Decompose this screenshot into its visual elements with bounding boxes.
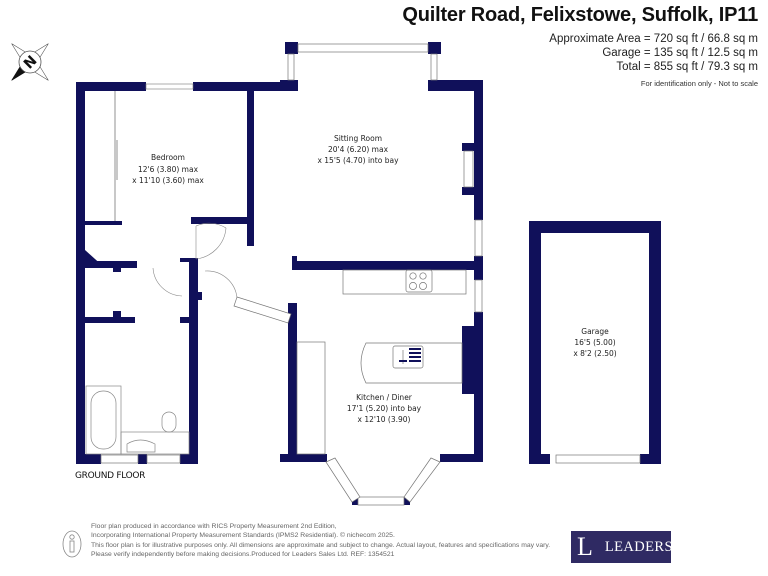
measurement-info-icon	[62, 530, 82, 558]
windows	[100, 43, 641, 506]
logo-letter: L	[577, 532, 593, 561]
disclaimer: Floor plan produced in accordance with R…	[91, 522, 550, 559]
walls	[76, 42, 661, 505]
area-summary: Approximate Area = 720 sq ft / 66.8 sq m…	[549, 32, 758, 91]
bathroom-fixtures	[85, 385, 190, 455]
room-garage-label: Garage 16'5 (5.00) x 8'2 (2.50)	[573, 327, 616, 358]
logo-name: LEADERS	[604, 538, 673, 555]
disclaimer-line: Incorporating International Property Mea…	[91, 532, 395, 540]
svg-text:x 8'2 (2.50): x 8'2 (2.50)	[573, 349, 616, 358]
svg-text:x 15'5 (4.70) into bay: x 15'5 (4.70) into bay	[317, 156, 399, 165]
svg-text:Sitting Room: Sitting Room	[334, 134, 382, 143]
sink-drainer-icon	[399, 348, 421, 362]
scale-note: For identification only - Not to scale	[640, 79, 758, 88]
svg-text:12'6 (3.80) max: 12'6 (3.80) max	[138, 165, 199, 174]
leaders-logo: L LEADERS	[571, 531, 673, 563]
disclaimer-line: Please verify independently before makin…	[91, 550, 395, 558]
svg-text:Bedroom: Bedroom	[151, 153, 185, 162]
svg-text:x 11'10 (3.60) max: x 11'10 (3.60) max	[132, 176, 204, 185]
disclaimer-line: This floor plan is for illustrative purp…	[91, 541, 551, 549]
total-area: Total = 855 sq ft / 79.3 sq m	[616, 61, 758, 73]
garage-area: Garage = 135 sq ft / 12.5 sq m	[602, 47, 758, 59]
door-swings	[152, 222, 238, 299]
approximate-area: Approximate Area = 720 sq ft / 66.8 sq m	[549, 33, 758, 45]
svg-text:x 12'10 (3.90): x 12'10 (3.90)	[358, 415, 411, 424]
property-title: Quilter Road, Felixstowe, Suffolk, IP11	[402, 4, 758, 26]
kitchen-units	[296, 269, 467, 455]
svg-text:17'1 (5.20) into bay: 17'1 (5.20) into bay	[347, 404, 422, 413]
floor-label: GROUND FLOOR	[75, 471, 146, 481]
room-kitchen-label: Kitchen / Diner 17'1 (5.20) into bay x 1…	[347, 393, 422, 424]
compass-north-icon: N	[11, 43, 49, 81]
svg-text:Kitchen / Diner: Kitchen / Diner	[356, 393, 413, 402]
svg-text:16'5 (5.00): 16'5 (5.00)	[574, 338, 615, 347]
room-sitting-label: Sitting Room 20'4 (6.20) max x 15'5 (4.7…	[317, 134, 399, 165]
svg-text:20'4 (6.20) max: 20'4 (6.20) max	[328, 145, 389, 154]
svg-text:Garage: Garage	[581, 327, 609, 336]
disclaimer-line: Floor plan produced in accordance with R…	[91, 523, 337, 530]
room-bedroom-label: Bedroom 12'6 (3.80) max x 11'10 (3.60) m…	[132, 153, 204, 185]
